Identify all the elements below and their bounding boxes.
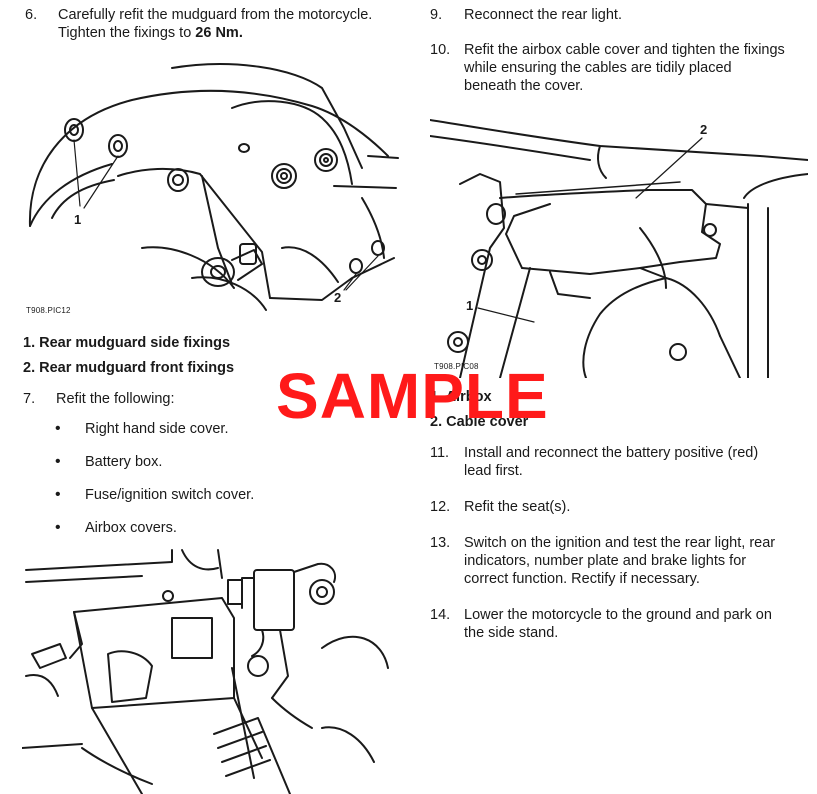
step-11-line-1: Install and reconnect the battery positi… xyxy=(464,445,759,461)
step-14-line-2: the side stand. xyxy=(464,625,559,641)
step-12: 12. Refit the seat(s). xyxy=(430,498,810,516)
step-10: 10. Refit the airbox cable cover and tig… xyxy=(430,41,810,95)
step-13-number: 13. xyxy=(430,535,451,551)
step-7-bullet-2: • Battery box. xyxy=(55,453,355,472)
step-12-text: Refit the seat(s). xyxy=(464,499,571,515)
step-7-number: 7. xyxy=(23,391,36,407)
figure-2-caption-1: 1. Airbox xyxy=(430,389,492,405)
battery-box-illustration xyxy=(22,548,390,794)
step-9-number: 9. xyxy=(430,7,443,23)
step-14-line-1: Lower the motorcycle to the ground and p… xyxy=(464,607,772,623)
step-7-text: Refit the following: xyxy=(56,391,175,407)
bullet-icon: • xyxy=(55,453,61,470)
step-13-line-2: indicators, number plate and brake light… xyxy=(464,553,747,569)
figure-1-callout-1: 1 xyxy=(74,212,82,227)
mudguard-illustration: 1 2 T908.PIC12 xyxy=(22,48,402,320)
figure-2-callout-2: 2 xyxy=(700,122,708,137)
step-13-line-3: correct function. Rectify if necessary. xyxy=(464,571,700,587)
step-6-torque: 26 Nm. xyxy=(195,25,243,41)
sample-watermark: SAMPLE xyxy=(276,360,549,432)
step-6-line-1: Carefully refit the mudguard from the mo… xyxy=(58,7,373,23)
step-11: 11. Install and reconnect the battery po… xyxy=(430,444,810,480)
step-7-bullet-3: • Fuse/ignition switch cover. xyxy=(55,486,355,505)
step-10-number: 10. xyxy=(430,42,451,58)
step-10-line-3: beneath the cover. xyxy=(464,78,584,94)
step-7-bullet-1: • Right hand side cover. xyxy=(55,420,355,439)
figure-2-callout-1: 1 xyxy=(466,298,474,313)
figure-2-caption-2: 2. Cable cover xyxy=(430,414,529,430)
step-10-line-2: while ensuring the cables are tidily pla… xyxy=(464,60,732,76)
figure-2-reference: T908.PIC08 xyxy=(434,362,479,371)
step-6-line-2: Tighten the fixings to 26 Nm. xyxy=(58,24,243,42)
bullet-text: Right hand side cover. xyxy=(85,421,229,437)
step-6-number: 6. xyxy=(25,7,38,23)
step-11-line-2: lead first. xyxy=(464,463,523,479)
step-11-number: 11. xyxy=(430,445,450,461)
step-6-line-2-text: Tighten the fixings to xyxy=(58,25,196,41)
step-6: 6. Carefully refit the mudguard from the… xyxy=(25,6,405,42)
step-7-bullet-4: • Airbox covers. xyxy=(55,519,355,538)
step-13-line-1: Switch on the ignition and test the rear… xyxy=(464,535,776,551)
mudguard-drawing xyxy=(28,63,399,311)
step-14-number: 14. xyxy=(430,607,451,623)
figure-1-caption-2: 2. Rear mudguard front fixings xyxy=(23,360,235,376)
bullet-icon: • xyxy=(55,420,61,437)
step-7: 7. Refit the following: xyxy=(23,390,323,408)
step-14: 14. Lower the motorcycle to the ground a… xyxy=(430,606,810,642)
airbox-drawing xyxy=(430,119,808,378)
step-13: 13. Switch on the ignition and test the … xyxy=(430,534,810,588)
figure-1-caption-1: 1. Rear mudguard side fixings xyxy=(23,335,231,351)
step-10-line-1: Refit the airbox cable cover and tighten… xyxy=(464,42,785,58)
step-9-text: Reconnect the rear light. xyxy=(464,7,622,23)
battery-box-drawing xyxy=(22,549,389,794)
bullet-text: Airbox covers. xyxy=(85,520,177,536)
step-12-number: 12. xyxy=(430,499,451,515)
figure-1-callout-2: 2 xyxy=(334,290,342,305)
airbox-illustration: 2 1 T908.PIC08 xyxy=(430,108,808,378)
bullet-text: Battery box. xyxy=(85,454,163,470)
figure-1-reference: T908.PIC12 xyxy=(26,306,71,315)
bullet-icon: • xyxy=(55,519,61,536)
step-9: 9. Reconnect the rear light. xyxy=(430,6,810,24)
bullet-text: Fuse/ignition switch cover. xyxy=(85,487,255,503)
bullet-icon: • xyxy=(55,486,61,503)
